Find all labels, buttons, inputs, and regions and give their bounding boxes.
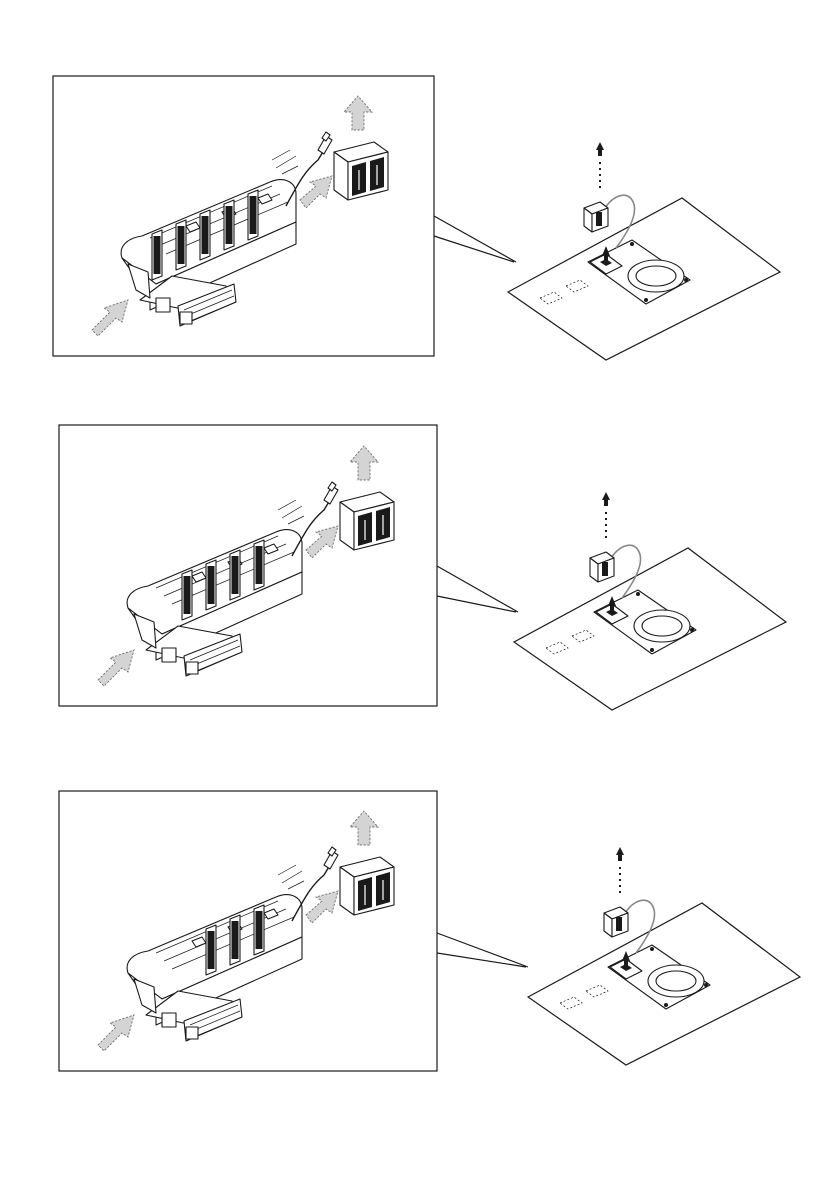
step-1-callout-line	[434, 216, 516, 262]
step-2-panel	[59, 425, 786, 710]
ceiling-panel-icon	[528, 847, 800, 1065]
filter-cartridge-icon	[340, 492, 394, 550]
step-1-panel	[53, 76, 780, 360]
filter-cartridge-icon	[334, 142, 388, 200]
step-2-callout-line	[437, 566, 518, 612]
step-3-callout-line	[437, 933, 528, 967]
filter-cartridge-icon	[340, 857, 394, 915]
step-3-panel	[59, 791, 800, 1071]
ceiling-panel-icon	[508, 142, 780, 360]
ceiling-panel-icon	[514, 492, 786, 710]
